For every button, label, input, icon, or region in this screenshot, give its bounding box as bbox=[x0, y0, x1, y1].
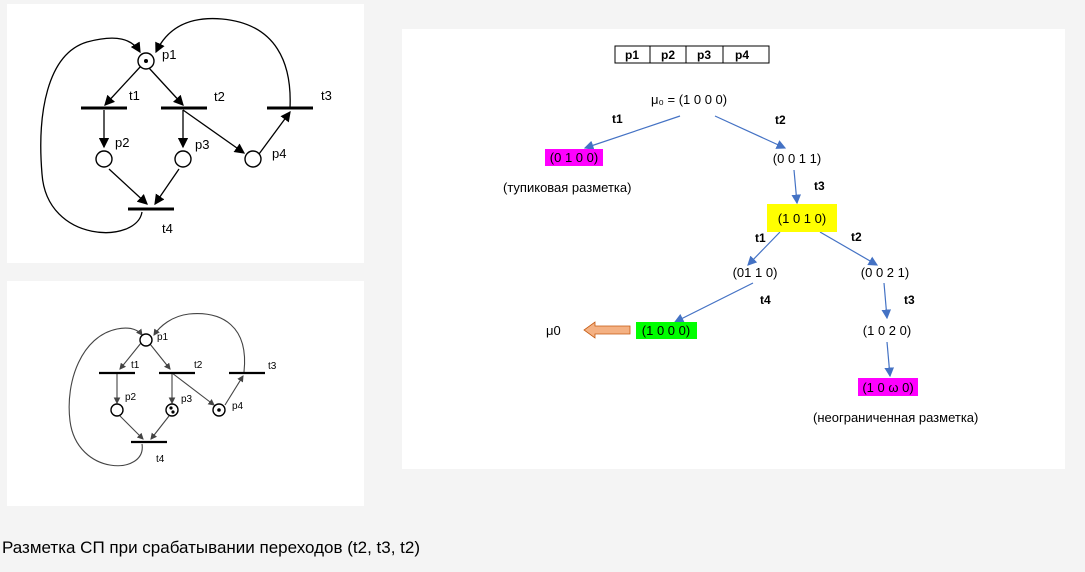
edge-label-t2: t2 bbox=[775, 113, 786, 127]
figure-caption: Разметка СП при срабатывании переходов (… bbox=[2, 538, 420, 557]
label-p1: p1 bbox=[157, 332, 169, 343]
place-p3 bbox=[174, 150, 192, 168]
place-p2 bbox=[110, 403, 124, 417]
marking-1020: (1 0 2 0) bbox=[863, 323, 911, 338]
petri-net-initial-svg: p1 p2 p3 p4 t1 t2 t3 t4 bbox=[40, 17, 332, 236]
place-p2 bbox=[95, 150, 113, 168]
root-marking: μ₀ = (1 0 0 0) bbox=[651, 92, 727, 107]
token bbox=[171, 410, 175, 414]
header-p2: p2 bbox=[661, 48, 675, 62]
marking-0110: (01 1 0) bbox=[733, 265, 778, 280]
petri-net-after-firing-svg: p1 p2 p3 p4 t1 t2 t3 t4 bbox=[68, 313, 277, 467]
place-p3 bbox=[165, 403, 179, 417]
marking-0100: (0 1 0 0) bbox=[550, 150, 598, 165]
label-t2: t2 bbox=[194, 360, 203, 371]
reachability-tree-svg: p1 p2 p3 p4 μ₀ = (1 0 0 0) t1 t2 t3 t1 t… bbox=[503, 45, 978, 425]
token bbox=[169, 406, 173, 410]
token bbox=[217, 408, 221, 412]
petri-net-initial: p1 p2 p3 p4 t1 t2 t3 t4 bbox=[7, 4, 364, 263]
edge-label-t1: t1 bbox=[612, 112, 623, 126]
header-p3: p3 bbox=[697, 48, 711, 62]
marking-0011: (0 0 1 1) bbox=[773, 151, 821, 166]
label-t3: t3 bbox=[321, 88, 332, 103]
label-p3: p3 bbox=[181, 394, 193, 405]
mu0-label: μ0 bbox=[546, 323, 561, 338]
marking-header-table: p1 p2 p3 p4 bbox=[614, 45, 770, 64]
label-p1: p1 bbox=[162, 47, 176, 62]
unbounded-highlight bbox=[858, 378, 918, 396]
edge-label-t4: t4 bbox=[760, 293, 771, 307]
repeat-highlight bbox=[767, 204, 837, 232]
label-p4: p4 bbox=[232, 401, 244, 412]
marking-1010: (1 0 1 0) bbox=[778, 211, 826, 226]
back-arrow bbox=[583, 321, 631, 339]
petri-net-after-firing: p1 p2 p3 p4 t1 t2 t3 t4 bbox=[7, 281, 364, 506]
edge-label-t2: t2 bbox=[851, 230, 862, 244]
marking-10w0: (1 0 ω 0) bbox=[862, 380, 913, 395]
label-p2: p2 bbox=[115, 135, 129, 150]
marking-1000: (1 0 0 0) bbox=[642, 323, 690, 338]
token bbox=[144, 59, 148, 63]
label-p2: p2 bbox=[125, 392, 137, 403]
label-t3: t3 bbox=[268, 361, 277, 372]
label-p3: p3 bbox=[195, 137, 209, 152]
place-p1 bbox=[139, 333, 153, 347]
label-t4: t4 bbox=[156, 454, 165, 465]
header-p1: p1 bbox=[625, 48, 639, 62]
header-p4: p4 bbox=[735, 48, 749, 62]
place-p4 bbox=[244, 150, 262, 168]
label-t2: t2 bbox=[214, 89, 225, 104]
edge-label-t1: t1 bbox=[755, 231, 766, 245]
edge-label-t3: t3 bbox=[904, 293, 915, 307]
deadlock-note: (тупиковая разметка) bbox=[503, 180, 631, 195]
label-t4: t4 bbox=[162, 221, 173, 236]
deadlock-highlight bbox=[545, 149, 603, 166]
reachability-tree: p1 p2 p3 p4 μ₀ = (1 0 0 0) t1 t2 t3 t1 t… bbox=[402, 29, 1065, 469]
marking-0021: (0 0 2 1) bbox=[861, 265, 909, 280]
label-t1: t1 bbox=[129, 88, 140, 103]
initial-highlight bbox=[636, 322, 697, 339]
edge-label-t3: t3 bbox=[814, 179, 825, 193]
unbounded-note: (неограниченная разметка) bbox=[813, 410, 978, 425]
label-t1: t1 bbox=[131, 360, 140, 371]
label-p4: p4 bbox=[272, 146, 286, 161]
